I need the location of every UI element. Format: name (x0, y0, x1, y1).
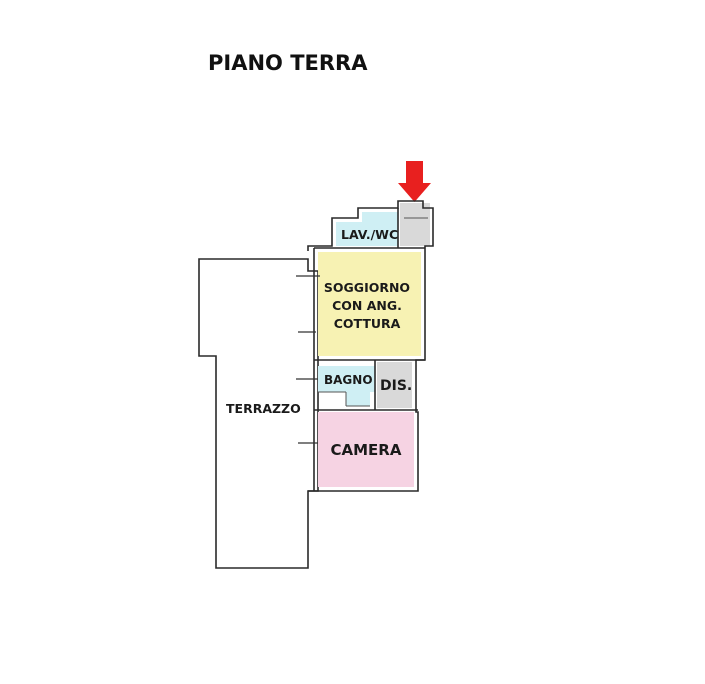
plan-title: PIANO TERRA (208, 51, 368, 75)
lav-wc-label: LAV./WC (341, 227, 398, 242)
bagno-label: BAGNO (324, 373, 373, 387)
soggiorno-label-line-1: SOGGIORNO (324, 280, 410, 295)
terrazzo-label: TERRAZZO (226, 401, 301, 416)
lav-wc-room (336, 212, 398, 246)
bagno-room (318, 366, 375, 406)
partition-walls (313, 208, 428, 491)
dis-area (377, 362, 412, 408)
soggiorno-label-line-2: CON ANG. (332, 298, 402, 313)
soggiorno-room (318, 252, 421, 356)
soggiorno-label-line-3: COTTURA (334, 316, 401, 331)
camera-room (318, 412, 414, 487)
dis-label: DIS. (380, 378, 412, 394)
camera-label: CAMERA (331, 441, 402, 459)
apartment-wall (307, 200, 434, 492)
entrance-arrow-icon (398, 161, 431, 202)
door-markers (296, 275, 320, 444)
ingresso-area (400, 203, 430, 246)
